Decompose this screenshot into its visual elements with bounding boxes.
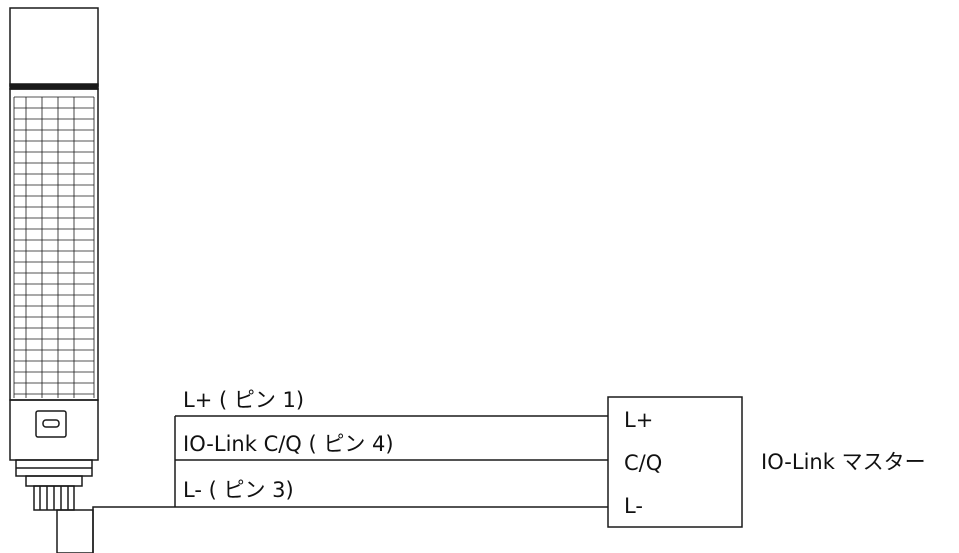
- signal-tower-light: [9, 7, 99, 553]
- master-pin-cq: C/Q: [624, 451, 662, 475]
- wire-label-l-plus: L+ ( ピン 1): [183, 388, 304, 412]
- cable: [56, 509, 94, 553]
- tower-base-button: [42, 419, 60, 428]
- tower-body: [9, 88, 99, 401]
- wire-label-l-minus: L- ( ピン 3): [183, 478, 294, 502]
- master-pin-l-plus: L+: [624, 408, 653, 432]
- tower-base: [9, 399, 99, 461]
- master-name: IO-Link マスター: [761, 450, 926, 474]
- wiring-lines: [92, 396, 743, 553]
- wire-label-cq: IO-Link C/Q ( ピン 4): [183, 432, 394, 456]
- master-pin-l-minus: L-: [624, 494, 643, 518]
- tower-cap: [9, 7, 99, 87]
- tower-base-button-frame: [35, 410, 67, 438]
- tower-lens-grid: [13, 96, 95, 398]
- master-box: [607, 396, 743, 528]
- connector-nut: [25, 475, 83, 487]
- wire-l-minus: [92, 506, 608, 553]
